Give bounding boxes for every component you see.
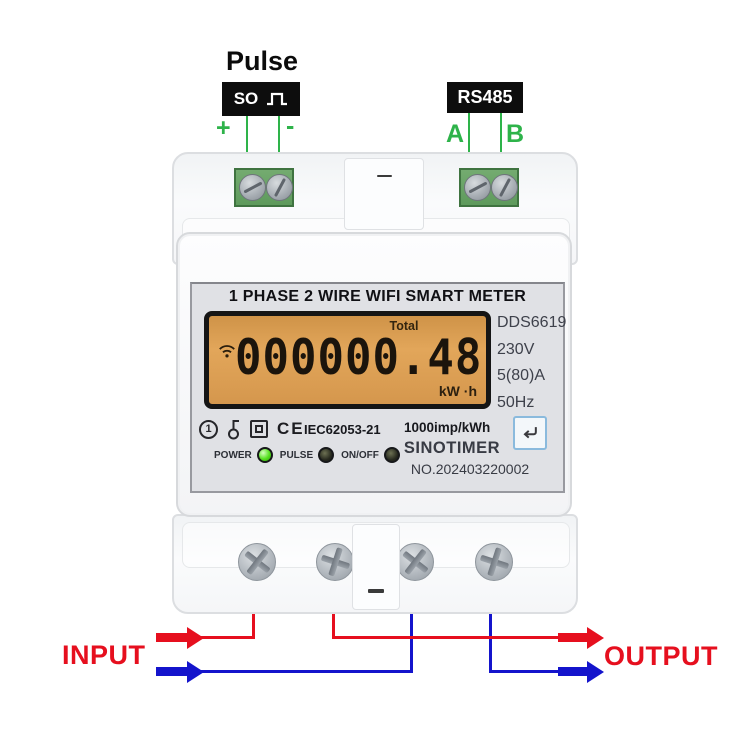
terminal-screw-1 (238, 543, 276, 581)
live-out-arrowhead (587, 626, 604, 649)
neutral-in-wire-horizontal (198, 670, 413, 673)
rs485-wire-a (468, 113, 470, 185)
brand-label: SINOTIMER (403, 439, 501, 457)
faceplate: 1 PHASE 2 WIRE WIFI SMART METER Total 00… (190, 282, 566, 493)
terminal-block-pulse (234, 168, 294, 207)
terminal-screw-icon (239, 174, 266, 201)
terminal-screw-2 (316, 543, 354, 581)
neutral-in-wire-vertical (410, 574, 413, 673)
enter-button (513, 416, 547, 450)
neutral-in-arrowhead (187, 660, 204, 683)
meter-body: 1 PHASE 2 WIRE WIFI SMART METER Total 00… (176, 232, 572, 517)
bottom-terminal-cover (172, 514, 578, 614)
terminal-screw-4 (475, 543, 513, 581)
spec-list: DDS6619 230V 5(80)A 50Hz (497, 314, 566, 420)
lcd-display: Total 000000.48 kW ·h (204, 311, 491, 409)
cert-hook-icon (228, 419, 239, 439)
rs485-wire-b (500, 113, 502, 185)
live-out-wire-horizontal (333, 636, 562, 639)
rs485-label: RS485 (457, 87, 513, 107)
certification-row: 1 CE (199, 418, 305, 440)
pulse-wire-positive (246, 116, 248, 186)
standard-label: IEC62053-21 (304, 422, 381, 437)
pulse-led-indicator (318, 447, 335, 463)
lcd-reading: 000000.48 (235, 329, 483, 387)
pulse-terminal-box: SO (222, 82, 300, 116)
lcd-unit-label: kW ·h (438, 383, 477, 399)
spec-model: DDS6619 (497, 314, 567, 331)
so-label: SO (233, 89, 259, 108)
neutral-out-wire-vertical (489, 574, 492, 673)
energy-meter: 1 PHASE 2 WIRE WIFI SMART METER Total 00… (172, 152, 578, 614)
lcd-total-label: Total (389, 319, 419, 333)
neutral-out-arrowhead (587, 660, 604, 683)
spec-voltage: 230V (497, 340, 535, 358)
rs485-a-label: A (446, 120, 465, 148)
faceplate-title: 1 PHASE 2 WIRE WIFI SMART METER (228, 288, 527, 305)
terminal-screw-icon (491, 174, 518, 201)
spec-current: 5(80)A (497, 367, 546, 384)
din-clip-top (344, 158, 424, 230)
pulse-waveform-icon (267, 92, 288, 106)
input-label: INPUT (62, 640, 146, 670)
neutral-out-wire-horizontal (492, 670, 562, 673)
serial-number-label: NO.202403220002 (410, 461, 530, 477)
power-led-indicator (256, 447, 273, 463)
terminal-screw-3 (396, 543, 434, 581)
clip-slot (368, 589, 384, 593)
rs485-terminal-box: RS485 (447, 82, 523, 113)
spec-frequency: 50Hz (497, 393, 535, 411)
terminal-block-rs485 (459, 168, 519, 207)
live-in-arrowhead (187, 626, 204, 649)
live-in-arrow-shaft (156, 633, 187, 642)
onoff-led-indicator (383, 447, 400, 463)
live-in-wire-horizontal (198, 636, 255, 639)
ce-mark: CE (277, 419, 305, 438)
neutral-in-arrow-shaft (156, 667, 187, 676)
pulse-plus-label: + (216, 114, 231, 142)
indicator-row: POWER PULSE ON/OFF (214, 447, 407, 463)
neutral-out-arrow-shaft (558, 667, 587, 676)
pulse-annotation-title: Pulse (225, 46, 299, 76)
pulse-wire-negative (278, 116, 280, 186)
wifi-icon (219, 345, 235, 358)
live-out-arrow-shaft (558, 633, 587, 642)
protection-class-1-icon: 1 (199, 419, 218, 439)
double-insulation-icon (250, 420, 268, 438)
din-clip-bottom (352, 524, 400, 610)
led-power-label: POWER (214, 449, 252, 461)
impulse-rate-label: 1000imp/kWh (404, 420, 491, 435)
terminal-screw-icon (266, 174, 293, 201)
led-onoff-label: ON/OFF (341, 449, 379, 461)
pulse-minus-label: - (286, 112, 295, 140)
output-label: OUTPUT (604, 641, 718, 671)
led-pulse-label: PULSE (279, 449, 314, 461)
clip-slot (377, 175, 392, 177)
rs485-b-label: B (506, 120, 525, 148)
return-arrow-icon (523, 427, 537, 439)
terminal-screw-icon (464, 174, 491, 201)
